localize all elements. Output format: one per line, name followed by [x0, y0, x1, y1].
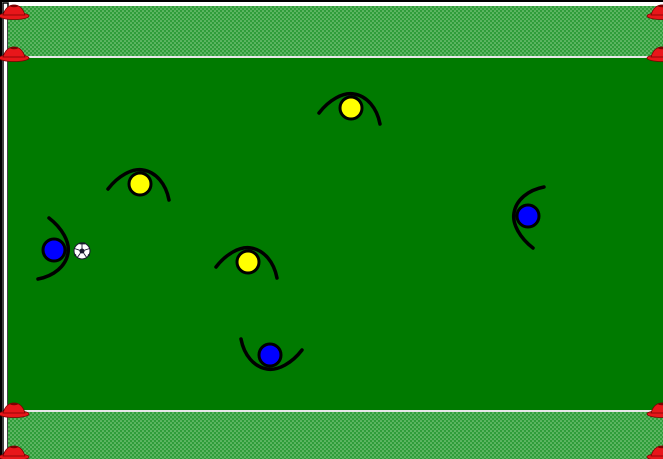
player-marker [259, 344, 281, 366]
player-marker [43, 239, 65, 261]
main-pitch [8, 58, 663, 410]
left-border [3, 3, 8, 459]
player-marker [237, 251, 259, 273]
player-marker [129, 173, 151, 195]
soccer-ball-icon [74, 243, 90, 259]
player-marker [340, 97, 362, 119]
player-marker [517, 205, 539, 227]
top-grass-strip [8, 6, 663, 56]
bottom-grass-strip [8, 412, 663, 459]
